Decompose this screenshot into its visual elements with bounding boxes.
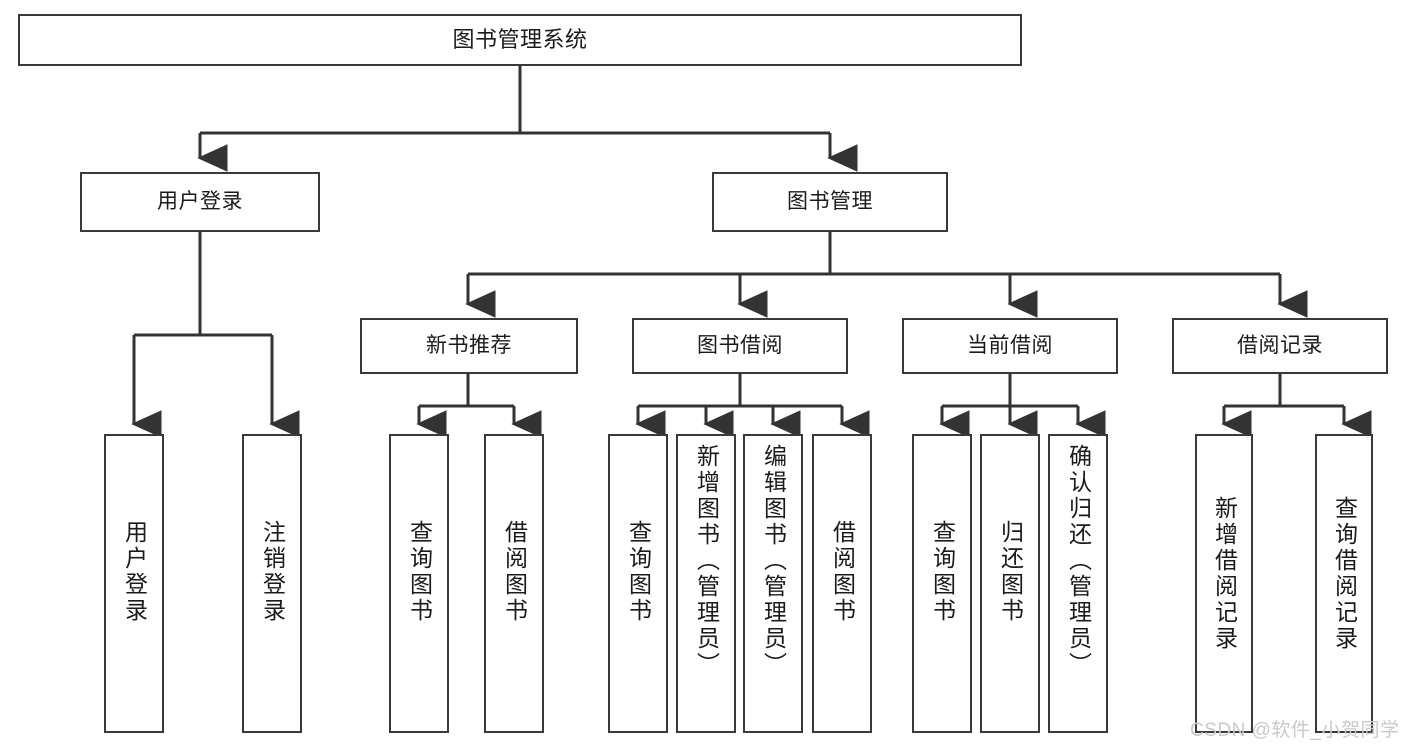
leaf-record-query-record[interactable]: 查询借阅记录 (1315, 434, 1373, 733)
leaf-borrow-add-book-admin[interactable]: 新增图书（管理员） (676, 434, 736, 733)
node-label: 借阅记录 (1237, 333, 1323, 357)
leaf-current-return-book[interactable]: 归还图书 (980, 434, 1040, 733)
node-label: 图书管理 (787, 189, 873, 213)
node-book-management[interactable]: 图书管理 (712, 172, 948, 232)
node-borrow-record[interactable]: 借阅记录 (1172, 318, 1388, 374)
leaf-borrow-query-book[interactable]: 查询图书 (608, 434, 668, 733)
node-label: 用户登录 (121, 520, 148, 624)
node-root-system[interactable]: 图书管理系统 (18, 14, 1022, 66)
leaf-user-login[interactable]: 用户登录 (104, 434, 164, 733)
node-user-login[interactable]: 用户登录 (80, 172, 320, 232)
leaf-user-logout[interactable]: 注销登录 (242, 434, 302, 733)
leaf-newbook-query-book[interactable]: 查询图书 (389, 434, 449, 733)
node-label: 查询图书 (406, 520, 433, 624)
node-label: 当前借阅 (967, 333, 1053, 357)
node-label: 查询借阅记录 (1331, 496, 1358, 652)
csdn-watermark: CSDN @软件_小贺同学 (1190, 720, 1400, 741)
node-book-borrow[interactable]: 图书借阅 (632, 318, 848, 374)
node-label: 借阅图书 (501, 520, 528, 624)
node-label: 用户登录 (157, 189, 243, 213)
node-label: 注销登录 (259, 520, 286, 624)
leaf-current-query-book[interactable]: 查询图书 (912, 434, 972, 733)
leaf-current-confirm-return-admin[interactable]: 确认归还（管理员） (1048, 434, 1108, 733)
node-new-book-recommend[interactable]: 新书推荐 (360, 318, 578, 374)
node-label: 编辑图书（管理员） (760, 444, 787, 678)
node-label: 新书推荐 (426, 333, 512, 357)
node-label: 归还图书 (997, 520, 1024, 624)
leaf-newbook-borrow-book[interactable]: 借阅图书 (484, 434, 544, 733)
node-label: 新增借阅记录 (1211, 496, 1238, 652)
node-label: 借阅图书 (829, 520, 856, 624)
leaf-borrow-edit-book-admin[interactable]: 编辑图书（管理员） (743, 434, 803, 733)
leaf-record-add-record[interactable]: 新增借阅记录 (1195, 434, 1253, 733)
node-label: 查询图书 (929, 520, 956, 624)
node-label: 图书借阅 (697, 333, 783, 357)
leaf-borrow-borrow-book[interactable]: 借阅图书 (812, 434, 872, 733)
node-current-borrow[interactable]: 当前借阅 (902, 318, 1118, 374)
node-label: 图书管理系统 (452, 27, 588, 53)
node-label: 确认归还（管理员） (1065, 444, 1092, 678)
node-label: 查询图书 (625, 520, 652, 624)
node-label: 新增图书（管理员） (693, 444, 720, 678)
